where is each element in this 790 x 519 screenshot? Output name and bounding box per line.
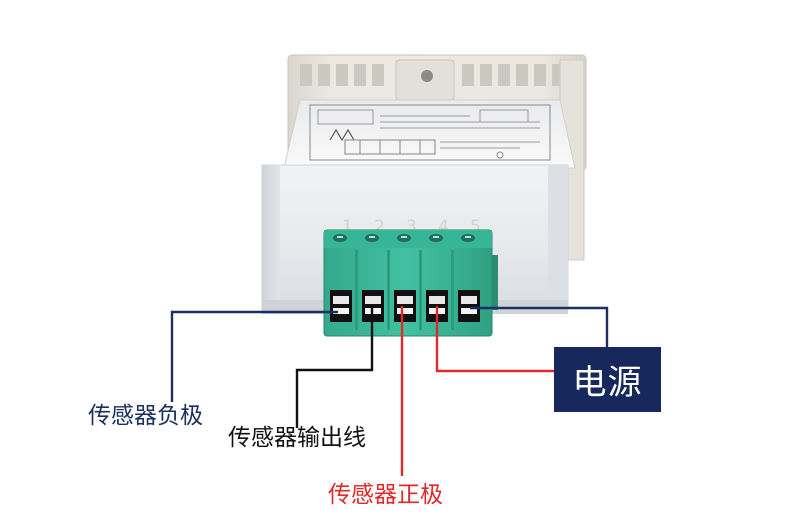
power-label: 电源 — [572, 363, 643, 403]
wire-power-negative — [470, 306, 609, 349]
svg-text:2: 2 — [374, 217, 385, 237]
mount-hole — [421, 70, 433, 82]
terminal-block — [323, 229, 498, 337]
terminal-numbers: 1 2 3 4 5 — [342, 217, 481, 237]
sensor-positive-label: 传感器正极 — [328, 482, 443, 508]
wire-power-positive — [435, 306, 556, 373]
power-label-box: 电源 — [554, 347, 661, 412]
svg-text:3: 3 — [406, 217, 417, 237]
svg-text:4: 4 — [438, 217, 449, 237]
svg-text:1: 1 — [342, 217, 353, 237]
svg-text:5: 5 — [470, 217, 481, 237]
wire-sensor-output — [295, 306, 374, 428]
wire-sensor-negative — [170, 310, 338, 402]
sensor-negative-label: 传感器负极 — [88, 403, 203, 429]
housing-top-label — [283, 99, 576, 169]
sensor-output-label: 传感器输出线 — [228, 425, 366, 451]
